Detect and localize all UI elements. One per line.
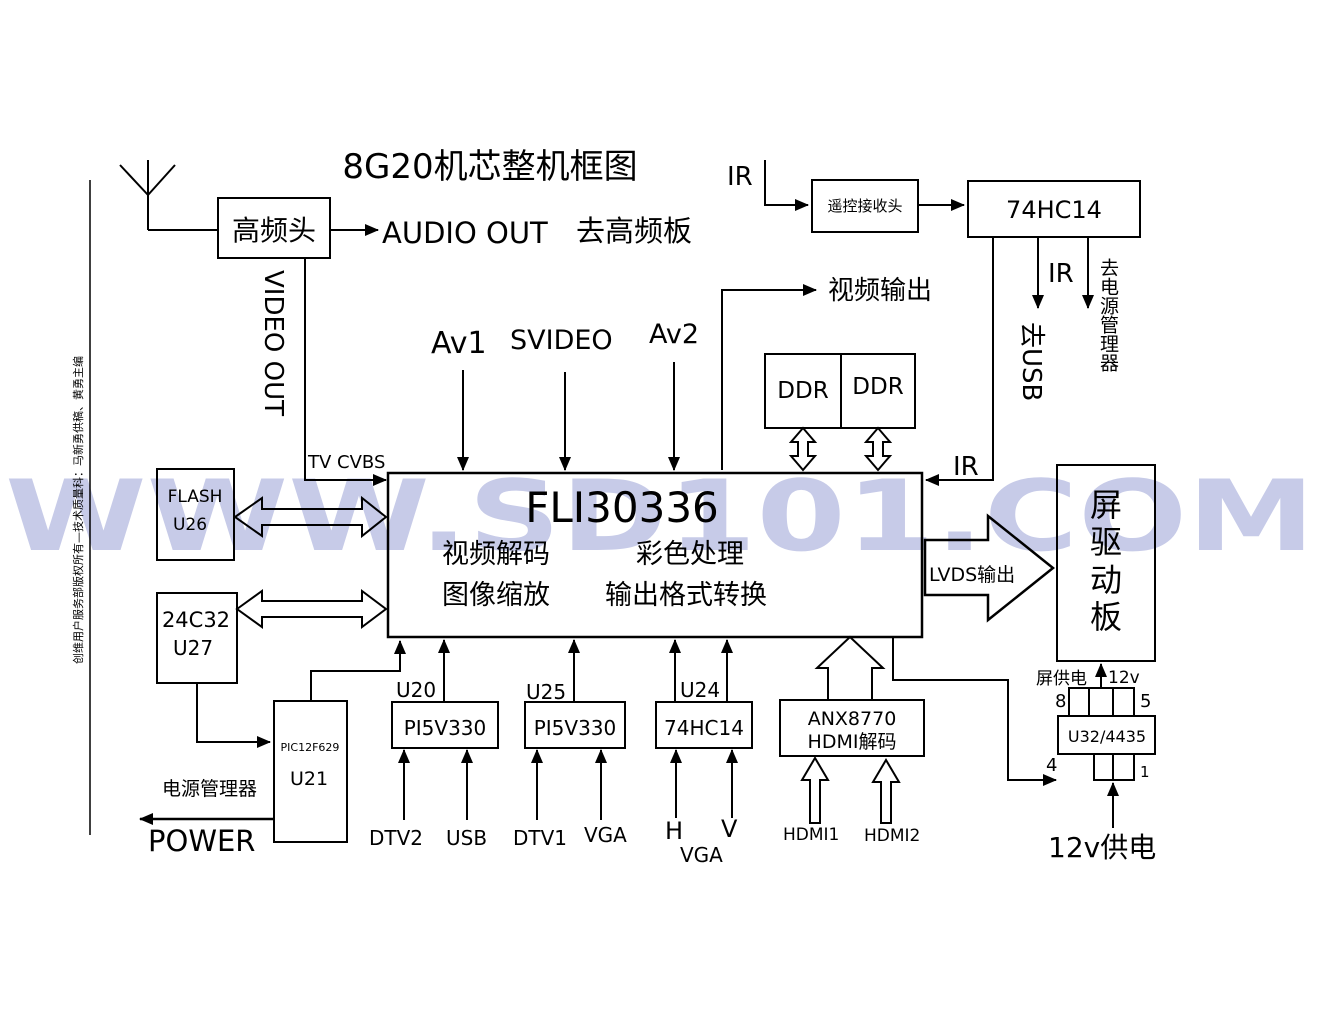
flash-bus-arrow — [233, 495, 388, 539]
panel-board-char-1: 屏 — [1090, 486, 1122, 524]
hdmi2-arrow — [871, 758, 901, 824]
video-output-label: 视频输出 — [828, 276, 932, 306]
ir-74hc14-label: 74HC14 — [1006, 196, 1102, 224]
av2-label: Av2 — [649, 319, 699, 350]
flash-ref: U26 — [173, 515, 207, 535]
usb-label: USB — [446, 826, 487, 850]
vga-u24-label: VGA — [680, 843, 723, 867]
u25-ref: U25 — [526, 680, 566, 704]
power-in-label: 12v供电 — [1048, 831, 1156, 864]
tuner-box — [217, 197, 331, 259]
dtv2-label: DTV2 — [369, 826, 423, 850]
regulator-pin-5: 5 — [1140, 691, 1151, 712]
main-to-regulator-line — [892, 637, 1057, 786]
lvds-label: LVDS输出 — [929, 564, 1015, 586]
ir-in-label: IR — [727, 162, 753, 192]
hdmi1-label: HDMI1 — [783, 825, 839, 845]
hdmi2-label: HDMI2 — [864, 826, 920, 846]
hdmi-decoder-box — [779, 699, 925, 757]
power-label: POWER — [148, 824, 255, 858]
video-out-label: VIDEO OUT — [258, 270, 288, 416]
vga-u25-label: VGA — [584, 823, 627, 847]
tuner-label: 高频头 — [232, 214, 316, 247]
ir-to-main-label: IR — [953, 452, 979, 482]
audio-out-label: AUDIO OUT — [382, 216, 548, 250]
h-sync-label: H — [665, 817, 683, 845]
main-chip-func-format: 输出格式转换 — [605, 580, 767, 611]
hdmi-to-main-arrow — [814, 635, 886, 700]
video-output-line — [721, 284, 817, 470]
u25-part: PI5V330 — [534, 716, 617, 740]
v-sync-label: V — [721, 815, 738, 843]
panel-board-char-4: 板 — [1090, 598, 1122, 636]
ddr-1-label: DDR — [777, 378, 828, 404]
antenna-icon — [119, 160, 218, 231]
regulator-label: U32/4435 — [1068, 727, 1146, 746]
main-chip-func-decode: 视频解码 — [442, 539, 550, 570]
panel-board-char-2: 驱 — [1090, 523, 1122, 561]
eeprom-label: 24C32 — [162, 608, 230, 632]
eeprom-to-mcu-line — [196, 683, 271, 748]
watermark: WWW.SD101.COM — [5, 460, 1315, 574]
to-usb-label: 去USB — [1016, 322, 1046, 401]
mcu-part: PIC12F629 — [281, 741, 340, 754]
ir-out-label: IR — [1048, 259, 1074, 289]
svideo-label: SVIDEO — [510, 325, 613, 356]
side-note: 创维用户服务部版权所有—技术质量科：马新勇供稿、黄勇主编 — [71, 356, 85, 664]
panel-board-char-3: 动 — [1090, 561, 1122, 599]
ddr-1-bus-arrow — [788, 426, 818, 472]
flash-label: FLASH — [168, 487, 223, 507]
regulator-top-pins — [1068, 687, 1135, 716]
dtv1-label: DTV1 — [513, 826, 567, 850]
tv-cvbs-label: TV CVBS — [307, 452, 385, 473]
to-power-mgr-label: 去电源管理器 — [1097, 258, 1119, 372]
power-mgr-label: 电源管理器 — [162, 778, 257, 800]
lvds-output-arrow — [923, 513, 1056, 623]
main-chip-func-color: 彩色处理 — [636, 539, 744, 570]
hdmi-decoder-func: HDMI解码 — [808, 731, 897, 753]
ir-in-line — [764, 160, 809, 211]
diagram-title: 8G20机芯整机框图 — [342, 147, 637, 187]
ddr-2-bus-arrow — [863, 426, 893, 472]
regulator-pin-8: 8 — [1055, 691, 1066, 712]
mcu-to-main-line — [310, 640, 406, 701]
mcu-ref: U21 — [290, 768, 328, 790]
eeprom-ref: U27 — [173, 636, 213, 660]
eeprom-bus-arrow — [235, 589, 388, 629]
ir-receiver-label: 遥控接收头 — [827, 197, 902, 215]
u20-ref: U20 — [396, 678, 436, 702]
u20-part: PI5V330 — [404, 716, 487, 740]
flash-box — [156, 468, 235, 561]
ir-74hc14-box — [967, 180, 1141, 238]
video-out-line — [304, 258, 387, 486]
hdmi1-arrow — [800, 756, 830, 824]
u24-box — [655, 701, 753, 749]
av1-label: Av1 — [431, 326, 487, 361]
panel-supply-voltage: 12v — [1108, 668, 1140, 688]
ddr-2-label: DDR — [852, 374, 903, 400]
hdmi-decoder-part: ANX8770 — [808, 708, 897, 730]
main-chip-func-scale: 图像缩放 — [442, 580, 550, 611]
regulator-pin-4: 4 — [1046, 755, 1057, 776]
u24-ref: U24 — [680, 678, 720, 702]
main-chip-name: FLI30336 — [525, 483, 719, 532]
regulator-box — [1057, 715, 1156, 755]
u24-part: 74HC14 — [664, 716, 744, 740]
ir-to-main-line — [925, 237, 994, 486]
main-chip-box — [386, 471, 924, 639]
panel-supply-label: 屏供电 — [1036, 669, 1087, 689]
panel-board-box — [1056, 464, 1156, 662]
regulator-pin-1: 1 — [1140, 763, 1150, 781]
audio-dest-label: 去高频板 — [576, 214, 692, 248]
